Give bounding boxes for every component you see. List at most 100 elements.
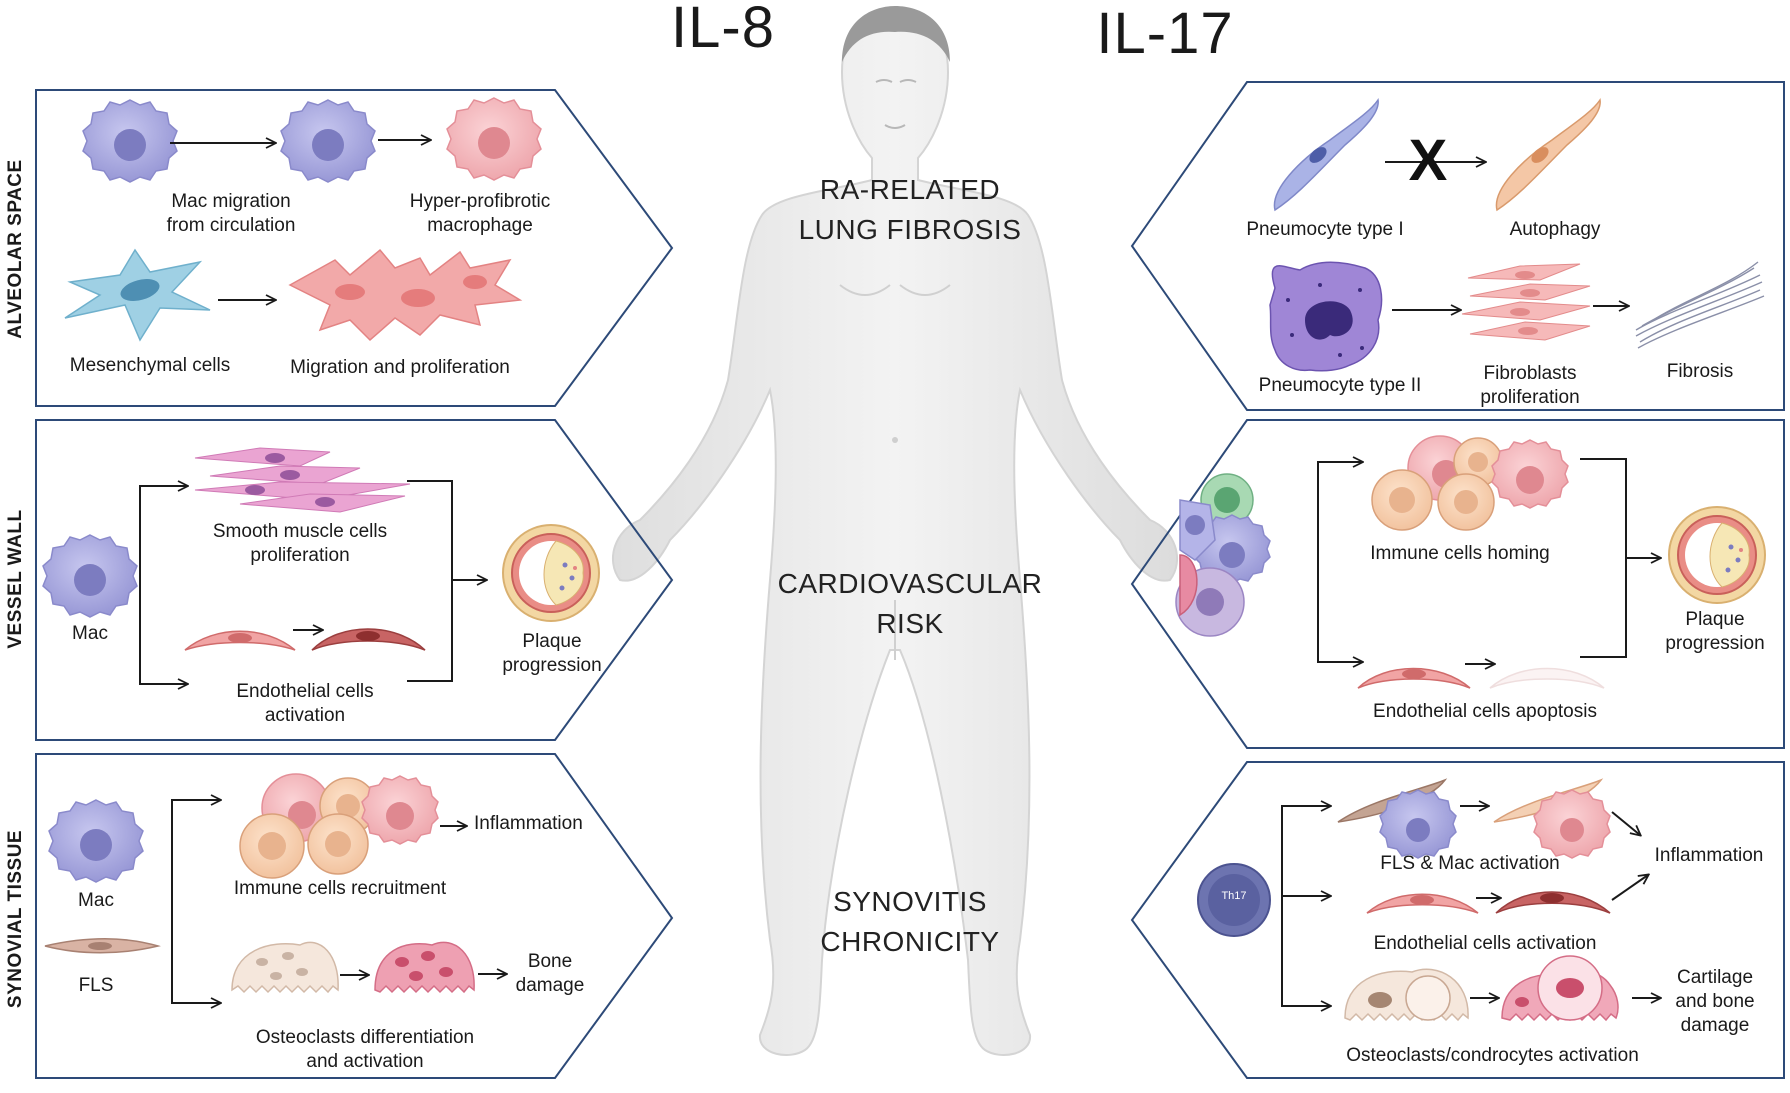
panel-right-alveolar [1130,81,1785,411]
pneumocyte-type-1-label: Pneumocyte type I [1246,219,1404,240]
autophagy-cell-icon [1495,98,1601,212]
panel-right-synovial [1130,761,1785,1079]
inflammation-label: Inflammation [474,813,583,834]
label-line: Mac migration [171,191,291,212]
pneumocyte-type-1-icon [1273,98,1379,212]
right-endothelial-activation-label: Endothelial cells activation [1373,933,1597,954]
label-line: Fibroblasts [1483,363,1577,384]
human-body-silhouette [611,6,1179,1056]
organ-line: LUNG FIBROSIS [798,214,1022,245]
hyper-macrophage-icon [446,97,542,181]
panel-left-alveolar [35,89,674,407]
label-line: progression [502,655,602,676]
endothelial-cell-icon [184,630,296,651]
plaque-vessel-icon [502,524,600,622]
label-line: Hyper-profibrotic [409,191,551,212]
left-vessel-graphics [42,447,600,684]
organ-line: CARDIOVASCULAR [777,568,1043,599]
immune-homing-label: Immune cells homing [1370,543,1550,564]
synovial-mac-label: Mac [78,890,114,911]
label-line: Cartilage [1676,967,1754,988]
label-line: Smooth muscle cells [212,521,388,542]
label-line: damage [515,975,585,996]
smc-proliferation-label: Smooth muscle cells proliferation [200,520,400,568]
apoptotic-endothelial-cell-icon [1489,667,1605,689]
immune-cells-icon [1371,435,1569,531]
label-line: progression [1665,633,1765,654]
immune-recruitment-label: Immune cells recruitment [233,878,447,899]
osteoclast-icon [231,941,339,994]
fibroblasts-proliferation-label: Fibroblasts proliferation [1460,362,1600,410]
osteoclasts-label: Osteoclasts differentiation and activati… [230,1026,500,1074]
plaque-vessel-icon [1668,506,1766,604]
fibroblasts-icon [1461,263,1591,341]
left-synovial-graphics [44,773,506,1003]
macrophage-icon [82,99,178,183]
label-line: and activation [306,1051,424,1072]
osteoclast-chondrocyte-icon [1344,968,1469,1022]
section-synovial-tissue: SYNOVIAL TISSUE [5,829,26,1009]
label-line: activation [264,705,346,726]
smooth-muscle-cells-icon [194,447,411,513]
il8-title: IL-8 [671,0,775,60]
cardiovascular-risk-label: CARDIOVASCULAR RISK [760,564,1060,644]
fls-mac-activation-label: FLS & Mac activation [1380,853,1560,874]
macrophage-icon [280,99,376,183]
mesenchymal-cell-icon [64,248,211,342]
label-line: proliferation [1480,387,1580,408]
immune-cells-icon [239,773,439,879]
organ-line: SYNOVITIS [833,886,987,917]
endothelial-cell-icon [1357,667,1471,689]
label-line: macrophage [427,215,533,236]
label-line: proliferation [250,545,350,566]
panel-left-synovial [35,753,674,1079]
right-alveolar-graphics: X [1269,98,1765,372]
cartilage-bone-damage-label: Cartilage and bone damage [1660,966,1770,1038]
left-alveolar-graphics [64,97,542,342]
pneumocyte-type-2-icon [1269,261,1383,372]
right-plaque-progression-label: Plaque progression [1655,608,1775,656]
activated-fls-mac-icon [1493,778,1611,859]
activated-endothelial-cell-icon [311,628,426,651]
fls-cell-icon [44,938,161,954]
blocked-mark: X [1409,128,1448,193]
endothelial-cell-icon [1366,893,1479,914]
activated-endothelial-cell-icon [1495,891,1611,914]
fibrosis-label: Fibrosis [1666,361,1734,382]
il17-title: IL-17 [1096,1,1234,66]
fls-mac-icon [1337,778,1457,859]
pneumocyte-type-2-label: Pneumocyte type II [1258,375,1422,396]
mesenchymal-label: Mesenchymal cells [69,355,231,376]
synovitis-chronicity-label: SYNOVITIS CHRONICITY [760,882,1060,962]
panel-right-vessel [1130,419,1785,749]
label-line: Plaque [522,631,582,652]
label-line: Plaque [1685,609,1745,630]
lung-fibrosis-label: RA-RELATED LUNG FIBROSIS [760,170,1060,250]
label-line: and bone [1675,991,1755,1012]
fls-label: FLS [78,975,114,996]
osteoclasts-condrocytes-label: Osteoclasts/condrocytes activation [1346,1045,1639,1066]
th17-cell-icon [1197,863,1271,937]
fibrosis-fibers-icon [1635,261,1765,349]
th17-label: Th17 [1221,890,1247,902]
label-line: Bone [527,951,573,972]
macrophage-icon [48,799,144,883]
label-line: Osteoclasts differentiation [255,1027,475,1048]
section-vessel-wall: VESSEL WALL [5,509,26,649]
proliferating-cells-icon [288,248,523,342]
label-line: Endothelial cells [236,681,374,702]
label-line: from circulation [166,215,296,236]
autophagy-label: Autophagy [1509,219,1601,240]
vessel-mac-label: Mac [72,623,108,644]
hyper-macrophage-label: Hyper-profibrotic macrophage [400,190,560,238]
endothelial-activation-label: Endothelial cells activation [210,680,400,728]
right-synovial-graphics [1197,778,1660,1022]
activated-osteoclast-chondrocyte-icon [1501,955,1619,1022]
organ-line: RA-RELATED [819,174,1001,205]
right-vessel-graphics [1175,435,1766,689]
bone-damage-label: Bone damage [505,950,595,998]
panel-borders [35,81,1785,1079]
macrophage-icon [42,534,138,618]
